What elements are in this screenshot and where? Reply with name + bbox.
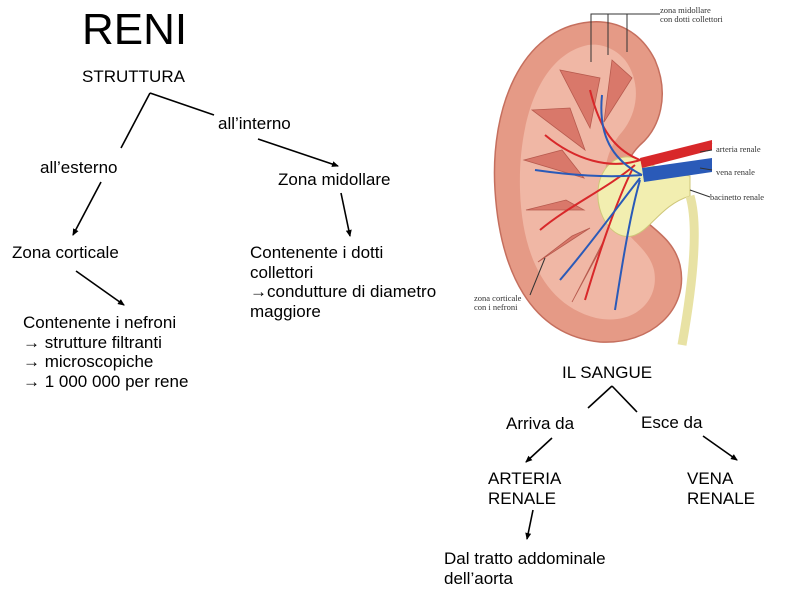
- node-esterno: all’esterno: [40, 158, 118, 177]
- node-arriva-da: Arriva da: [506, 414, 575, 433]
- nefroni-line-4: → 1 000 000 per rene: [23, 371, 189, 391]
- arrow-arriva-arteria: [525, 437, 553, 463]
- label-arteria-renale: arteria renale: [716, 144, 761, 154]
- aorta-line-1: Dal tratto addominale: [444, 549, 606, 568]
- node-nefroni: Contenente i nefroni → strutture filtran…: [23, 313, 188, 391]
- arrow-esterno-corticale: [72, 181, 102, 236]
- label-leaders: [529, 13, 713, 296]
- label-vena-renale: vena renale: [716, 167, 755, 177]
- nefroni-line-3: → microscopiche: [23, 352, 154, 372]
- node-esce-da: Esce da: [641, 413, 703, 432]
- node-zona-midollare: Zona midollare: [278, 170, 391, 189]
- label-corticale-line-2: con i nefroni: [474, 302, 518, 313]
- page-title: RENI: [82, 5, 188, 54]
- dotti-line-3: →condutture di diametro: [250, 282, 437, 302]
- label-midollare-line-1: zona midollare: [660, 5, 711, 15]
- pyramid-1: [559, 69, 601, 130]
- arrow-esce-vena: [702, 435, 738, 461]
- veins: [534, 94, 643, 311]
- line-sangue-arriva: [587, 385, 613, 409]
- label-corticale-line-1: zona corticale: [474, 293, 522, 303]
- pyramid-7: [603, 59, 633, 123]
- aorta-line-2: dell’aorta: [444, 568, 513, 588]
- arteries: [539, 89, 713, 301]
- renal-pyramids: [522, 59, 633, 303]
- line-sangue-esce: [611, 385, 638, 413]
- node-arteria-renale: ARTERIA RENALE: [488, 469, 561, 508]
- arrow-interno-midollare: [257, 138, 339, 167]
- pyramid-2: [530, 107, 586, 152]
- arteria-line-2: RENALE: [488, 488, 557, 508]
- label-zona-corticale: zona corticale con i nefroni: [474, 293, 522, 313]
- node-struttura: STRUTTURA: [82, 67, 185, 86]
- ureter: [677, 194, 699, 346]
- arteria-line-1: ARTERIA: [488, 469, 562, 488]
- nefroni-line-2: → strutture filtranti: [23, 332, 162, 352]
- dotti-line-2: collettori: [250, 262, 314, 282]
- node-zona-corticale: Zona corticale: [12, 243, 119, 262]
- node-dotti-collettori: Contenente i dotti collettori →conduttur…: [250, 243, 436, 321]
- node-aorta: Dal tratto addominale dell’aorta: [444, 549, 606, 588]
- renal-artery: [640, 140, 712, 168]
- dotti-line-1: Contenente i dotti: [250, 243, 384, 262]
- renal-vein: [642, 158, 712, 182]
- vena-line-1: VENA: [687, 469, 734, 488]
- dotti-line-4: maggiore: [250, 301, 321, 321]
- line-struttura-esterno: [120, 92, 151, 149]
- kidney-shape: [493, 21, 713, 346]
- node-vena-renale: VENA RENALE: [687, 469, 755, 508]
- node-interno: all’interno: [218, 114, 291, 133]
- pyramid-3: [522, 149, 586, 179]
- nefroni-line-1: Contenente i nefroni: [23, 313, 177, 332]
- line-struttura-interno: [149, 92, 215, 116]
- label-zona-midollare: zona midollare con dotti collettori: [660, 5, 723, 25]
- arrow-corticale-nefroni: [75, 270, 125, 306]
- vena-line-2: RENALE: [687, 488, 756, 508]
- label-midollare-line-2: con dotti collettori: [660, 14, 723, 25]
- label-bacinetto-renale: bacinetto renale: [710, 192, 765, 202]
- arrow-arteria-aorta: [525, 509, 534, 540]
- node-il-sangue: IL SANGUE: [562, 363, 653, 382]
- pyramid-5: [537, 227, 591, 263]
- arrow-midollare-dotti: [340, 192, 352, 237]
